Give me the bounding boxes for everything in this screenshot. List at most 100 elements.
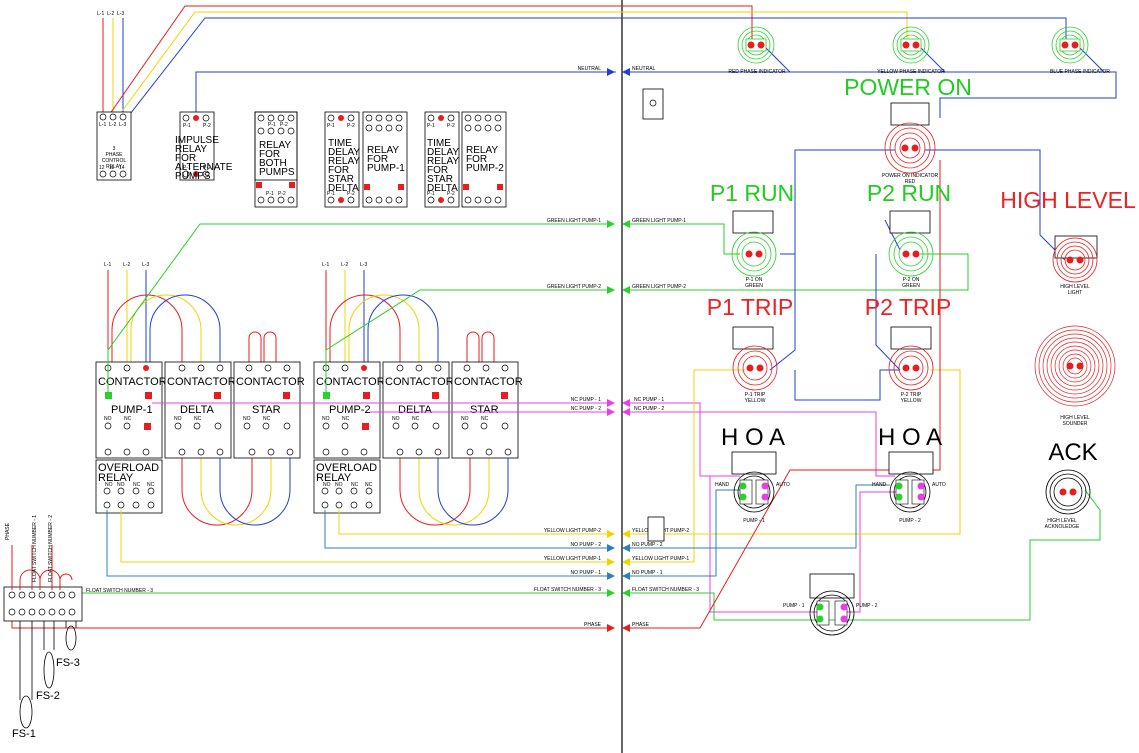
relay-pump-1: RELAY FOR PUMP-1 — [362, 111, 408, 208]
rp2-name-2: FOR — [466, 154, 487, 165]
pcr-name-2: PHASE — [106, 152, 124, 158]
hoa-switch-pump-2[interactable] — [888, 451, 934, 513]
pcr-top-1: L-1 — [99, 122, 106, 128]
pcr-bot-3: 14 — [119, 165, 125, 171]
ack-sub-2: ACKNOLEDGE — [1045, 524, 1080, 530]
contactor-wiring: L-1 L-2 L-3 L-1 L-2 L-3 — [104, 262, 509, 526]
both-p1-top: P-1 — [268, 122, 276, 128]
p2-trip-sub-2: YELLOW — [901, 398, 922, 404]
c1-star-name: STAR — [252, 404, 281, 416]
td1-name-3: RELAY — [328, 156, 360, 167]
power-on-indicator — [884, 102, 936, 174]
lbl-neutral-right: NEUTRAL — [632, 66, 656, 72]
td2-name-3: RELAY — [427, 156, 459, 167]
c1-delta-name: DELTA — [180, 404, 214, 416]
p2-run-indicator — [888, 210, 934, 277]
c1-pump-no: NO — [104, 416, 112, 422]
td1-name-5: STAR — [328, 174, 354, 185]
td1-p2-bot: P-2 — [347, 191, 355, 197]
ol1-title-1: OVERLOAD — [98, 462, 159, 474]
lbl-nc-p1-right: NC PUMP - 1 — [634, 397, 664, 403]
lbl-yellow-p2-left: YELLOW LIGHT PUMP-2 — [544, 528, 601, 534]
yellow-phase-indicator — [892, 26, 930, 64]
both-p2-top: P-2 — [280, 122, 288, 128]
lbl-yellow-p1-left: YELLOW LIGHT PUMP-1 — [544, 556, 601, 562]
c1-pump-name: PUMP-1 — [111, 404, 153, 416]
pump-selector-switch[interactable] — [809, 573, 855, 636]
c1-star-nc: NC — [263, 416, 271, 422]
lbl-nc-p2-left: NC PUMP - 2 — [571, 406, 601, 412]
ol2-title-1: OVERLOAD — [316, 462, 377, 474]
p2-on-sub-1: P-2 ON — [903, 277, 920, 283]
high-light-sub-2: LIGHT — [1068, 290, 1083, 296]
pcr-top-3: L-3 — [119, 122, 126, 128]
hoa-2-hand: HAND — [872, 482, 887, 488]
lbl-phase-right: PHASE — [632, 622, 650, 628]
rp1-name-2: FOR — [367, 154, 388, 165]
selector-pump-2: PUMP - 2 — [856, 603, 878, 609]
p2-trip-sub-1: P-2 TRIP — [901, 392, 922, 398]
td2-p2-bot: P-2 — [447, 191, 455, 197]
impulse-p2-bot: P-2 — [203, 165, 211, 171]
p1-on-sub-1: P-1 ON — [746, 277, 763, 283]
ol2-c2: NO — [335, 482, 343, 488]
pcr-top-2: L-2 — [109, 122, 116, 128]
fs-number2-label: FLOAT SWITCH NUMBER - 2 — [48, 515, 54, 582]
ol2-title-2: RELAY — [316, 472, 352, 484]
red-phase-label: RED PHASE INDICATOR — [728, 69, 786, 75]
fs1-label: FS-1 — [12, 728, 36, 740]
door-switch-bottom — [647, 516, 665, 542]
impulse-relay: P-1 P-2 IMPULSE RELAY FOR ALTERNATE PUMP… — [175, 111, 233, 182]
time-delay-relay-2: P-1 P-2 TIME DELAY RELAY FOR STAR DELTA … — [424, 111, 460, 208]
c2-pump-no: NO — [322, 416, 330, 422]
td2-name-5: STAR — [427, 174, 453, 185]
p1-run-title: P1 RUN — [710, 180, 794, 206]
relay-pump-2: RELAY FOR PUMP-2 — [461, 111, 507, 208]
p2-on-sub-2: GREEN — [902, 283, 920, 289]
c2-delta-no: NO — [392, 416, 400, 422]
p2-run-title: P2 RUN — [867, 180, 951, 206]
ol1-c4: NC — [147, 482, 155, 488]
fs-number1-label: FLOAT SWITCH NUMBER - 1 — [32, 515, 38, 582]
supply-label-l2: L-2 — [107, 11, 114, 17]
impulse-name-3: FOR — [175, 153, 196, 164]
high-light-sub-1: HIGH LEVEL — [1060, 284, 1090, 290]
blue-phase-indicator — [1051, 26, 1089, 64]
c1-delta-nc: NC — [194, 416, 202, 422]
c2-l3: L-3 — [360, 262, 367, 268]
c2-delta-name: DELTA — [398, 404, 432, 416]
c2-pump-nc: NC — [342, 416, 350, 422]
td1-p2-top: P-2 — [347, 123, 355, 129]
lbl-phase-left: PHASE — [584, 622, 602, 628]
c1-delta-no: NO — [174, 416, 182, 422]
td2-name-6: DELTA — [427, 183, 458, 194]
c2-pump-title: CONTACTOR — [316, 376, 385, 388]
pcr-name-3: CONTROL — [102, 158, 127, 164]
ol1-c3: NC — [133, 482, 141, 488]
supply-label-l1: L-1 — [97, 11, 104, 17]
high-level-title: HIGH LEVEL — [1000, 187, 1136, 213]
c2-star-no: NO — [461, 416, 469, 422]
fs2-label: FS-2 — [36, 690, 60, 702]
lbl-green-p1-right: GREEN LIGHT PUMP-1 — [632, 218, 686, 224]
c2-delta-nc: NC — [412, 416, 420, 422]
impulse-p1-top: P-1 — [183, 123, 191, 129]
power-on-sub-2: RED — [905, 179, 916, 185]
lbl-no-p1-right: NO PUMP - 1 — [632, 570, 663, 576]
hoa-1-auto: AUTO — [776, 482, 790, 488]
c1-star-title: CONTACTOR — [236, 376, 305, 388]
td2-name-4: FOR — [427, 165, 448, 176]
hoa-2-title: H O A — [878, 424, 942, 451]
c2-star-title: CONTACTOR — [454, 376, 523, 388]
ack-sub-1: HIGH LEVEL — [1047, 518, 1077, 524]
hoa-switch-pump-1[interactable] — [731, 451, 777, 513]
rp2-name-1: RELAY — [466, 145, 498, 156]
ack-button[interactable] — [1045, 469, 1091, 515]
hoa-1-hand: HAND — [715, 482, 730, 488]
lbl-no-p1-left: NO PUMP - 1 — [571, 570, 602, 576]
fs-phase-label: PHASE — [5, 522, 11, 540]
c2-pump-name: PUMP-2 — [329, 404, 371, 416]
c1-pump-nc: NC — [124, 416, 132, 422]
fs3-label: FS-3 — [56, 657, 80, 669]
c2-l1: L-1 — [322, 262, 329, 268]
